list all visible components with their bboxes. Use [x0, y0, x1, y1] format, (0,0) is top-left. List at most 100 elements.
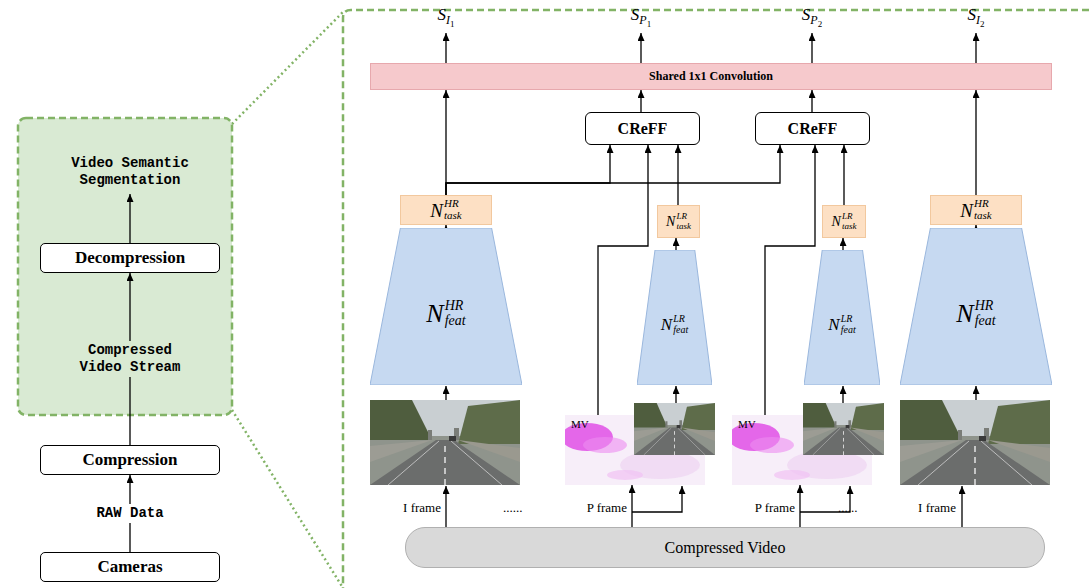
subscript: P [810, 13, 817, 27]
symbol-letter: S [631, 5, 640, 24]
script-column: HRtask [444, 198, 462, 221]
sub-subscript: 2 [818, 19, 823, 29]
encoder-trapezoid: NHRfeat [900, 228, 1052, 385]
box-label: Cameras [97, 557, 162, 576]
connector [675, 238, 676, 250]
video-stream-band: Compressed Video [405, 527, 1045, 568]
text-wrap: CReFF [618, 120, 668, 138]
frame-label: ...... [503, 500, 523, 516]
box-label: CReFF [618, 120, 668, 137]
fusion-box: CReFF [585, 112, 700, 145]
script-column: LRtask [676, 212, 691, 231]
subscript: I [446, 13, 450, 27]
subscript: P [639, 13, 646, 27]
box-label: CReFF [788, 120, 838, 137]
symbol-letter: N [426, 301, 443, 327]
task-head-box: NLRtask [657, 205, 700, 238]
task-head-box: NLRtask [822, 205, 866, 238]
superscript: HR [974, 198, 992, 210]
output-symbol: SP2 [802, 5, 822, 25]
math-symbol: NLRtask [666, 212, 691, 231]
symbol-letter: S [968, 5, 977, 24]
superscript: HR [975, 299, 996, 314]
process-box: Cameras [40, 552, 220, 582]
symbol-letter: N [666, 215, 675, 229]
math-symbol: NLRfeat [661, 314, 688, 335]
math-symbol: NHRtask [960, 198, 991, 221]
box-label: Compressed Video [665, 539, 786, 556]
sub-subscript: 1 [647, 19, 652, 29]
frame-label: I frame [918, 500, 956, 516]
connector [631, 485, 632, 527]
text-wrap: Cameras [97, 557, 162, 577]
frame-label: ...... [838, 500, 858, 516]
symbol-letter: S [438, 5, 447, 24]
math-symbol: NHRtask [430, 198, 461, 221]
script-column: HRfeat [975, 299, 996, 328]
edge-label: Compressed Video Stream [67, 341, 193, 377]
connector [640, 90, 641, 112]
box-label: Compression [82, 450, 177, 469]
sub-subscript: 1 [450, 19, 455, 29]
text-wrap: MV [571, 418, 589, 430]
subscript: feat [841, 325, 856, 336]
task-head-box: NHRtask [400, 195, 492, 225]
conv-band: Shared 1x1 Convolution [370, 63, 1052, 90]
script-column: LRtask [842, 212, 857, 231]
encoder-trapezoid: NLRfeat [804, 250, 880, 385]
frame-label: P frame [587, 500, 627, 516]
subscript: feat [445, 314, 466, 329]
subscript: task [676, 222, 691, 231]
connector [975, 90, 976, 195]
image-tag: MV [571, 418, 589, 430]
region-heading: Video Semantic Segmentation [60, 155, 200, 189]
sub-subscript: 2 [980, 19, 985, 29]
connector [446, 145, 610, 195]
math-symbol: NHRfeat [426, 299, 465, 328]
motion-vector-image: MV [732, 415, 872, 485]
text-wrap: MV [738, 418, 756, 430]
text-wrap: CReFF [788, 120, 838, 138]
output-symbol: SP1 [631, 5, 651, 25]
text-wrap: Compressed Video [665, 539, 786, 557]
symbol-letter: N [828, 316, 839, 333]
symbol-letter: S [802, 5, 811, 24]
text-wrap: Decompression [75, 248, 185, 268]
symbol-letter: N [960, 201, 973, 220]
superscript: LR [673, 314, 688, 325]
frame-label: P frame [755, 500, 795, 516]
box-label: Shared 1x1 Convolution [649, 69, 773, 83]
superscript: LR [842, 212, 857, 221]
symbol-letter: N [661, 316, 672, 333]
text-wrap: Shared 1x1 Convolution [649, 69, 773, 84]
subscript: I [976, 13, 980, 27]
superscript: HR [444, 198, 462, 210]
process-box: Compression [40, 445, 220, 475]
output-symbol: SI1 [438, 5, 455, 25]
subscript: feat [975, 314, 996, 329]
superscript: LR [676, 212, 691, 221]
script-column: LRfeat [673, 314, 688, 335]
superscript: HR [445, 299, 466, 314]
frame-label: I frame [403, 500, 441, 516]
symbol-letter: N [956, 301, 973, 327]
trapezoid-shape [370, 228, 522, 385]
subscript: feat [673, 325, 688, 336]
connector [677, 145, 678, 205]
subscript: task [974, 210, 992, 222]
subscript: task [842, 222, 857, 231]
connector [811, 90, 812, 112]
motion-vector-image: MV [565, 415, 705, 485]
edge-label: RAW Data [93, 504, 166, 523]
connector [843, 145, 844, 205]
encoder-trapezoid: NHRfeat [370, 228, 522, 385]
connector [842, 238, 843, 250]
connector [445, 90, 446, 195]
process-box: Decompression [40, 243, 220, 273]
math-symbol: NLRfeat [828, 314, 855, 335]
trapezoid-shape [637, 250, 712, 385]
encoder-trapezoid: NLRfeat [637, 250, 712, 385]
connector [799, 485, 800, 527]
symbol-letter: N [832, 215, 841, 229]
